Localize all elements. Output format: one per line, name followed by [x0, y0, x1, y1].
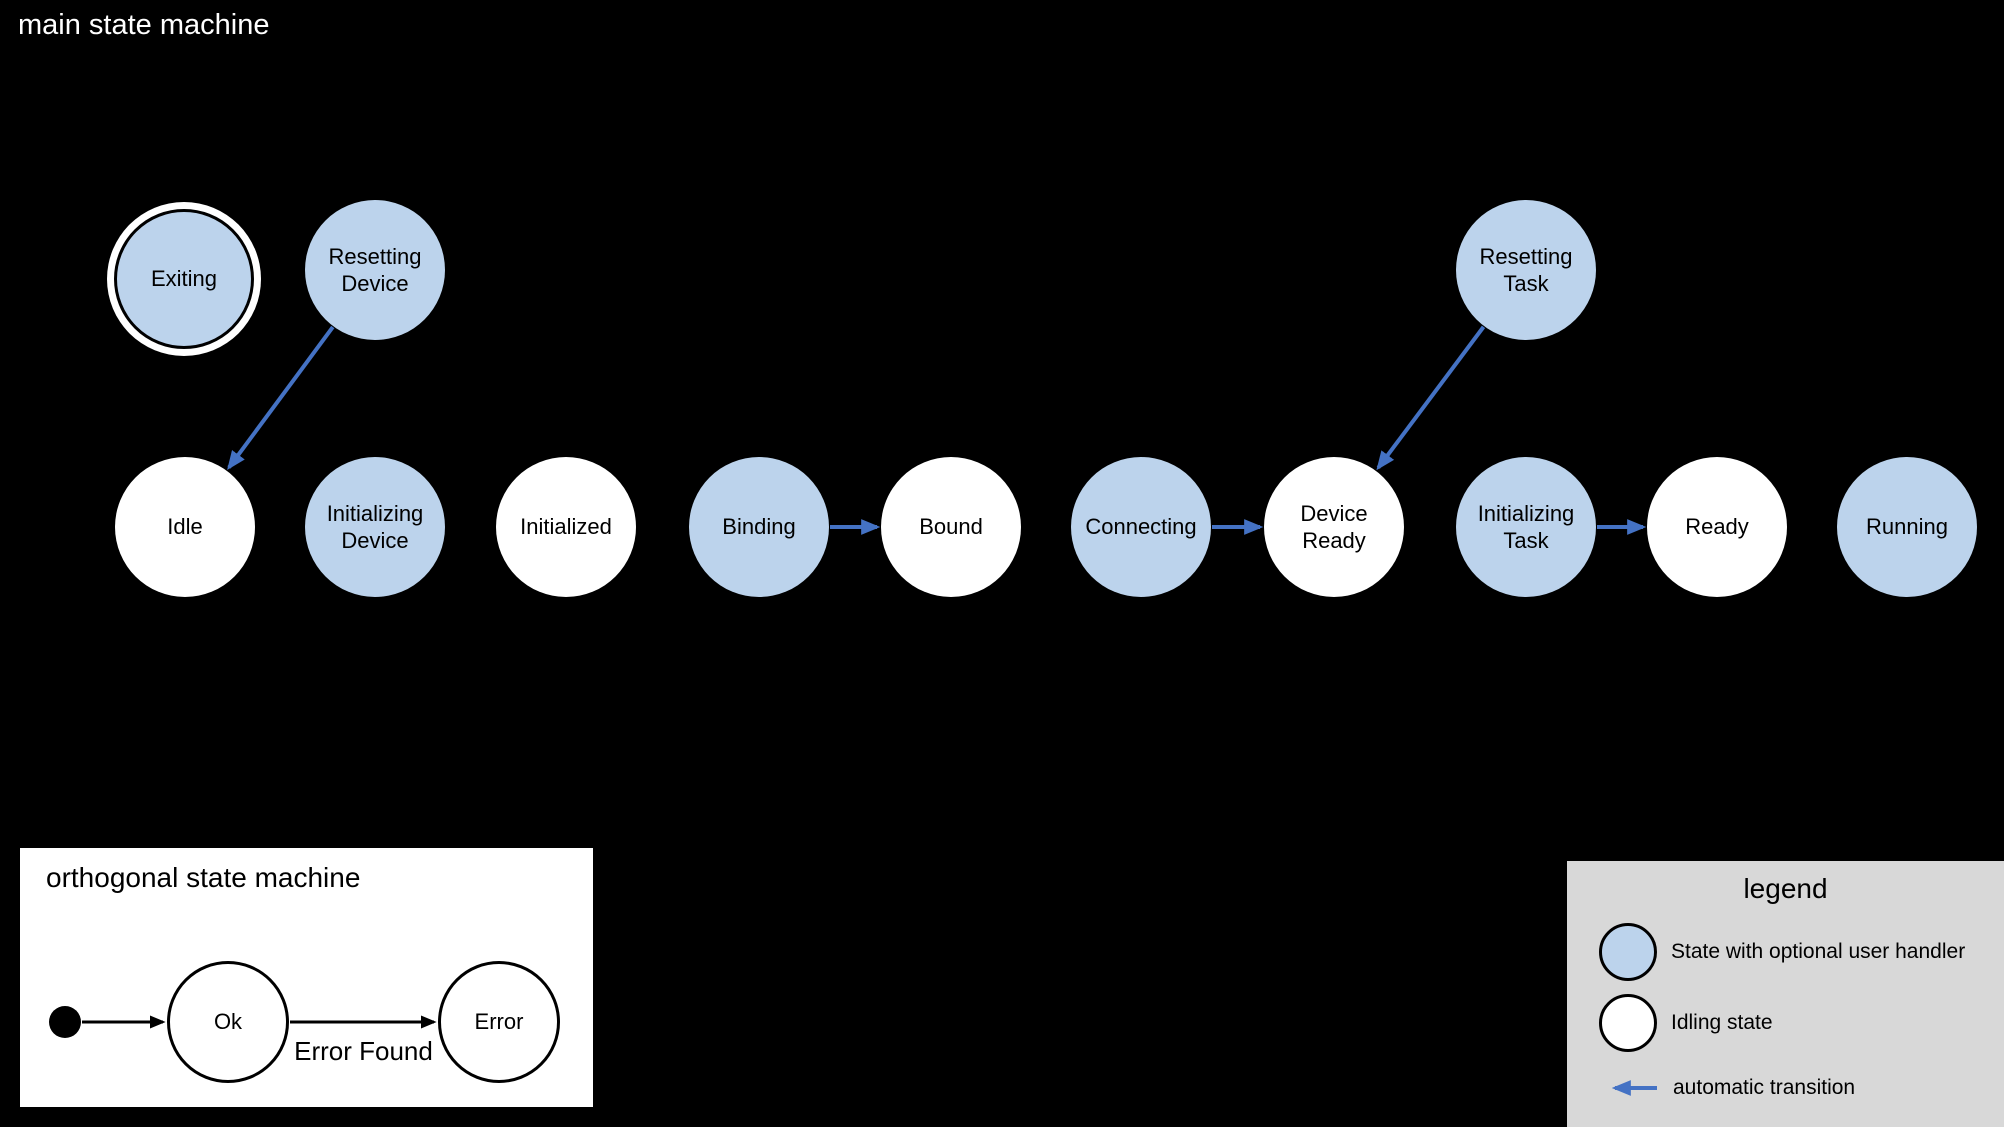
legend-item-label: State with optional user handler	[1671, 940, 1966, 963]
legend-title: legend	[1743, 873, 1828, 904]
handler-state-circle-icon	[1599, 923, 1657, 981]
legend-item-automatic-transition: automatic transition	[1599, 1076, 1855, 1100]
legend-item-handler-state: State with optional user handler	[1599, 923, 1965, 981]
idling-state-circle-icon	[1599, 994, 1657, 1052]
main-machine-title: main state machine	[18, 9, 270, 41]
legend-panel: legend State with optional user handler …	[1567, 861, 2004, 1127]
transition-arrow-resetting-task-device-ready	[1376, 325, 1486, 471]
legend-item-label: automatic transition	[1673, 1076, 1856, 1099]
automatic-transition-arrow-icon	[1611, 1080, 1657, 1096]
orthogonal-machine-title: orthogonal state machine	[46, 862, 361, 893]
transition-arrow-resetting-device-idle	[227, 325, 335, 471]
legend-item-idling-state: Idling state	[1599, 994, 1773, 1052]
legend-item-label: Idling state	[1671, 1011, 1773, 1034]
